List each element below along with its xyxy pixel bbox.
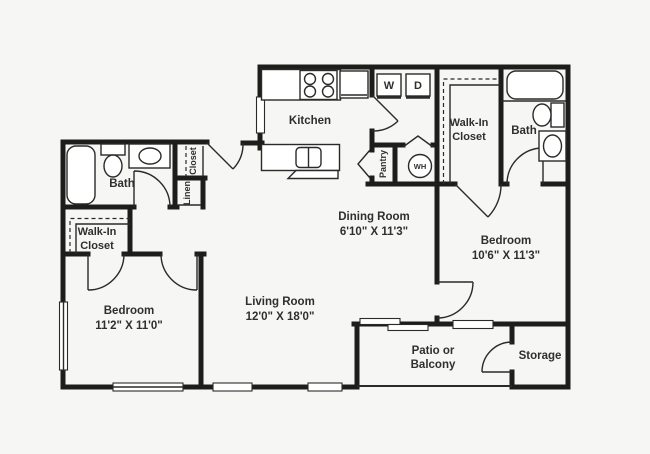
sliding-door-panel [387, 323, 429, 332]
bedroom-right-dims: 10'6" X 11'3" [472, 250, 540, 262]
laundry-fixtures [376, 73, 433, 179]
water-heater [407, 153, 433, 179]
entry-closet-label: Closet [188, 147, 198, 175]
entry-door [206, 142, 244, 170]
toilet-tank [100, 143, 126, 156]
water-heater-label: WH [414, 162, 427, 171]
kitchen-fixtures [260, 68, 369, 180]
toilet-tank [550, 102, 565, 128]
bedroom-left-dims: 11'2" X 11'0" [95, 320, 163, 332]
room-labels: Kitchen Dining Room 6'10" X 11'3" Living… [78, 80, 562, 371]
bath-left-fixtures [66, 143, 171, 205]
refrigerator [339, 70, 369, 99]
dryer-box [405, 73, 431, 97]
bathtub [506, 70, 564, 100]
window-living-1 [212, 382, 253, 392]
window-bedroom-right-patio [452, 319, 494, 330]
laundry-door [371, 94, 399, 132]
walkin-left-label-2: Closet [80, 240, 114, 252]
linen-label: Linen [182, 181, 192, 205]
water-heater-closet-door [402, 135, 434, 148]
dining-dims: 6'10" X 11'3" [340, 226, 408, 238]
toilet-bowl [103, 154, 123, 178]
kitchen-pass-through [255, 96, 266, 134]
closet-shelving [69, 78, 501, 254]
burner [321, 72, 335, 86]
kitchen-label: Kitchen [289, 115, 331, 127]
walkin-right-label-2: Closet [452, 131, 486, 143]
bathtub [66, 145, 96, 205]
windows [58, 96, 494, 392]
living-label: Living Room [245, 296, 315, 308]
walkin-right-shelf [449, 84, 501, 184]
patio-label-1: Patio or [412, 345, 455, 357]
island-bar-counter [286, 169, 339, 180]
walkin-left-label-1: Walk-In [78, 226, 117, 238]
patio-label-2: Balcony [411, 359, 456, 371]
bath-right-label: Bath [511, 125, 537, 137]
walkin-right-label-1: Walk-In [450, 117, 489, 129]
bedroom-left-door [160, 253, 198, 291]
pantry-label: Pantry [378, 150, 388, 178]
storage-label: Storage [519, 350, 562, 362]
sliding-door-patio [359, 317, 429, 332]
dining-label: Dining Room [338, 211, 410, 223]
sink [138, 147, 162, 165]
bedroom-right-door [436, 281, 474, 319]
living-dims: 12'0" X 18'0" [246, 311, 315, 323]
walkin-right-rod [442, 78, 501, 184]
sink [542, 134, 563, 158]
burner [303, 85, 317, 98]
bath-left-door [133, 170, 171, 208]
walkin-left-door [87, 253, 125, 291]
window-living-2 [307, 382, 343, 392]
bath-right-fixtures [501, 70, 567, 162]
pantry-bifold-door [357, 149, 371, 179]
walkin-left-shelf [75, 223, 130, 254]
burner [303, 72, 317, 86]
walkin-right-door [454, 183, 502, 218]
burner [321, 85, 335, 98]
washer-label: W [384, 80, 395, 92]
storage-door [481, 341, 513, 373]
bedroom-left-label: Bedroom [104, 305, 154, 317]
dryer-label: D [414, 80, 422, 92]
toilet-bowl [532, 103, 552, 127]
washer-box [376, 73, 402, 97]
doors [87, 94, 544, 373]
bath-left-label: Bath [109, 178, 135, 190]
bath-right-door [506, 147, 544, 185]
bedroom-right-label: Bedroom [481, 235, 531, 247]
sliding-door-panel [359, 317, 401, 326]
